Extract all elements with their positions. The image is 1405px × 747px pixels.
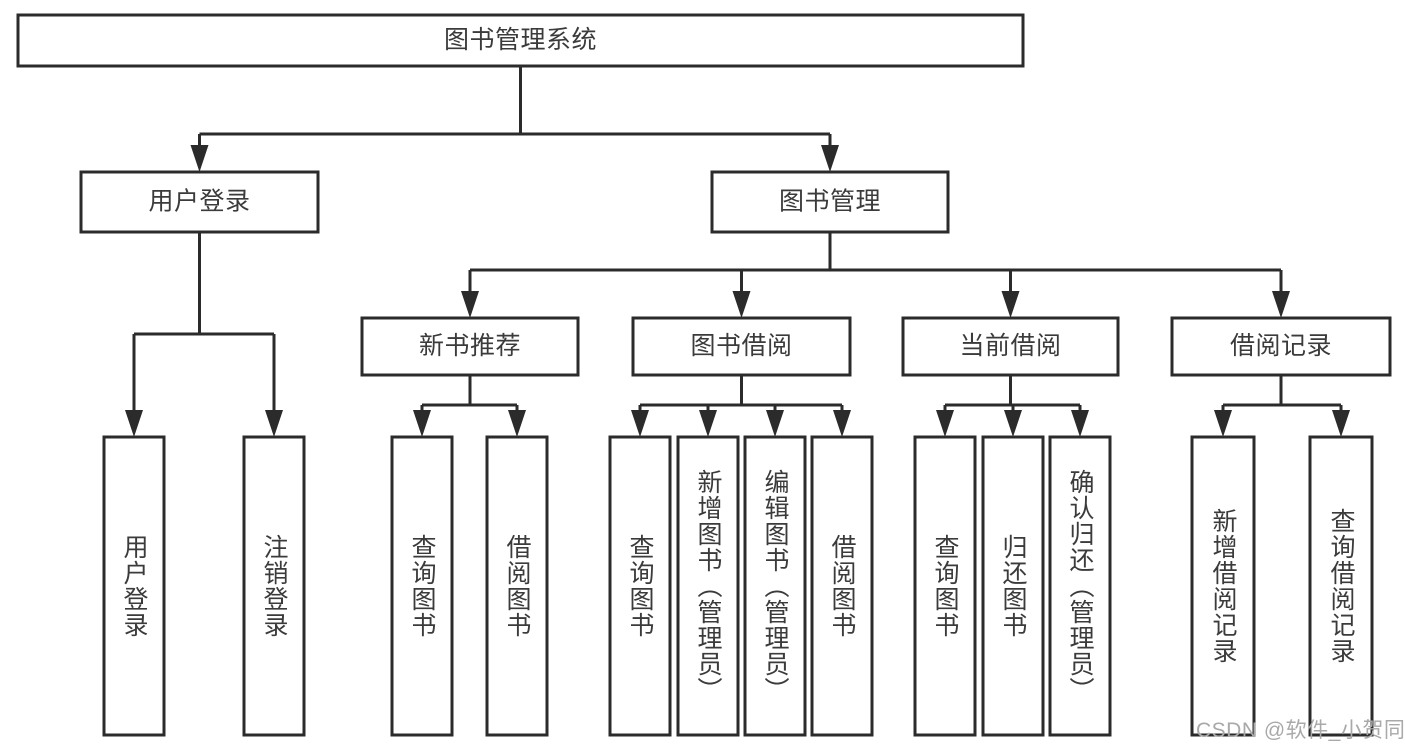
nodes-layer bbox=[16, 13, 1392, 737]
node-box-l3-book-borrow[interactable] bbox=[631, 316, 852, 377]
arrow-head-icon bbox=[461, 291, 479, 318]
arrow-head-icon bbox=[190, 145, 209, 172]
arrow-head-icon bbox=[766, 410, 784, 437]
node-box-leaf-rec-query-record[interactable] bbox=[1308, 435, 1374, 737]
arrow-head-icon bbox=[1272, 291, 1290, 318]
arrow-head-icon bbox=[125, 410, 143, 437]
node-box-l2-book-mgmt[interactable] bbox=[710, 170, 950, 234]
arrow-head-icon bbox=[631, 410, 649, 437]
node-box-l3-borrow-record[interactable] bbox=[1170, 316, 1392, 377]
arrow-head-icon bbox=[1001, 291, 1020, 318]
node-box-leaf-user-logout[interactable] bbox=[242, 435, 306, 737]
node-box-leaf-rec-add-record[interactable] bbox=[1190, 435, 1256, 737]
watermark-text: CSDN @软件_小贺同学 bbox=[1196, 719, 1405, 742]
node-label-l3-current-borrow: 当前借阅 bbox=[959, 332, 1061, 360]
node-label-l3-new-book-rec: 新书推荐 bbox=[419, 332, 521, 360]
arrow-head-icon bbox=[833, 410, 851, 437]
arrow-head-icon bbox=[699, 410, 717, 437]
node-box-leaf-cur-confirm-return[interactable] bbox=[1048, 435, 1112, 737]
arrow-head-icon bbox=[936, 410, 954, 437]
node-box-leaf-borrow-add-book[interactable] bbox=[676, 435, 740, 737]
node-label-l3-book-borrow: 图书借阅 bbox=[690, 332, 792, 360]
node-label-l2-user-login: 用户登录 bbox=[148, 188, 250, 216]
arrow-head-icon bbox=[508, 410, 526, 437]
node-box-leaf-cur-return-book[interactable] bbox=[981, 435, 1045, 737]
node-box-leaf-cur-query-book[interactable] bbox=[913, 435, 977, 737]
node-box-l3-new-book-rec[interactable] bbox=[360, 316, 580, 377]
node-box-leaf-borrow-query-book[interactable] bbox=[608, 435, 672, 737]
arrow-head-icon bbox=[821, 145, 839, 172]
arrow-head-icon bbox=[1214, 410, 1232, 437]
node-label-l3-borrow-record: 借阅记录 bbox=[1230, 332, 1332, 360]
node-box-leaf-borrow-edit-book[interactable] bbox=[743, 435, 807, 737]
arrow-head-icon bbox=[1332, 410, 1350, 437]
connectors-layer bbox=[125, 66, 1350, 437]
node-box-leaf-rec-query-book[interactable] bbox=[390, 435, 454, 737]
arrow-head-icon bbox=[732, 291, 751, 318]
node-box-l2-user-login[interactable] bbox=[79, 170, 320, 234]
node-box-leaf-rec-borrow-book[interactable] bbox=[485, 435, 549, 737]
node-box-root[interactable] bbox=[16, 13, 1025, 68]
arrow-head-icon bbox=[413, 410, 431, 437]
arrow-head-icon bbox=[1004, 410, 1022, 437]
node-box-leaf-borrow-lend-book[interactable] bbox=[810, 435, 874, 737]
node-box-l3-current-borrow[interactable] bbox=[901, 316, 1120, 377]
node-label-l2-book-mgmt: 图书管理 bbox=[779, 188, 881, 216]
arrow-head-icon bbox=[1071, 410, 1089, 437]
node-box-leaf-user-login[interactable] bbox=[102, 435, 166, 737]
arrow-head-icon bbox=[265, 410, 283, 437]
node-label-root: 图书管理系统 bbox=[444, 26, 597, 54]
